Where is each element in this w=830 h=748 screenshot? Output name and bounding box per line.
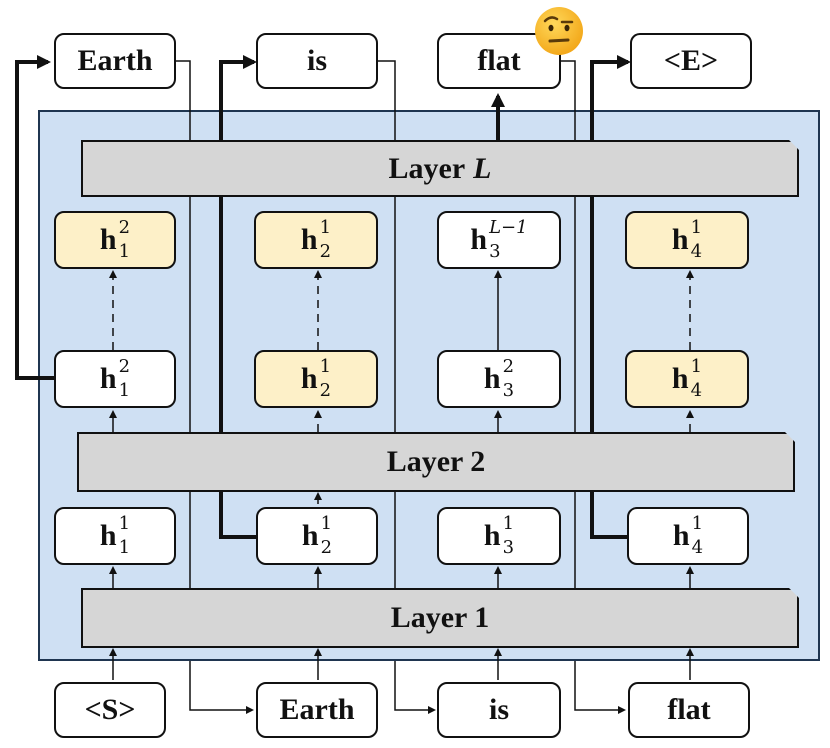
face-with-raised-eyebrow-icon <box>535 7 583 55</box>
input-token-3: is <box>437 682 561 738</box>
output-token-4: <E> <box>630 33 752 89</box>
layer-2: Layer 2 <box>77 432 795 492</box>
input-token-1: <S> <box>54 682 166 738</box>
output-token-1: Earth <box>54 33 176 89</box>
input-token-2: Earth <box>256 682 378 738</box>
input-token-4: flat <box>628 682 750 738</box>
layer-1: Layer 1 <box>81 588 799 648</box>
output-token-2: is <box>256 33 378 89</box>
column-dividers <box>175 60 626 714</box>
